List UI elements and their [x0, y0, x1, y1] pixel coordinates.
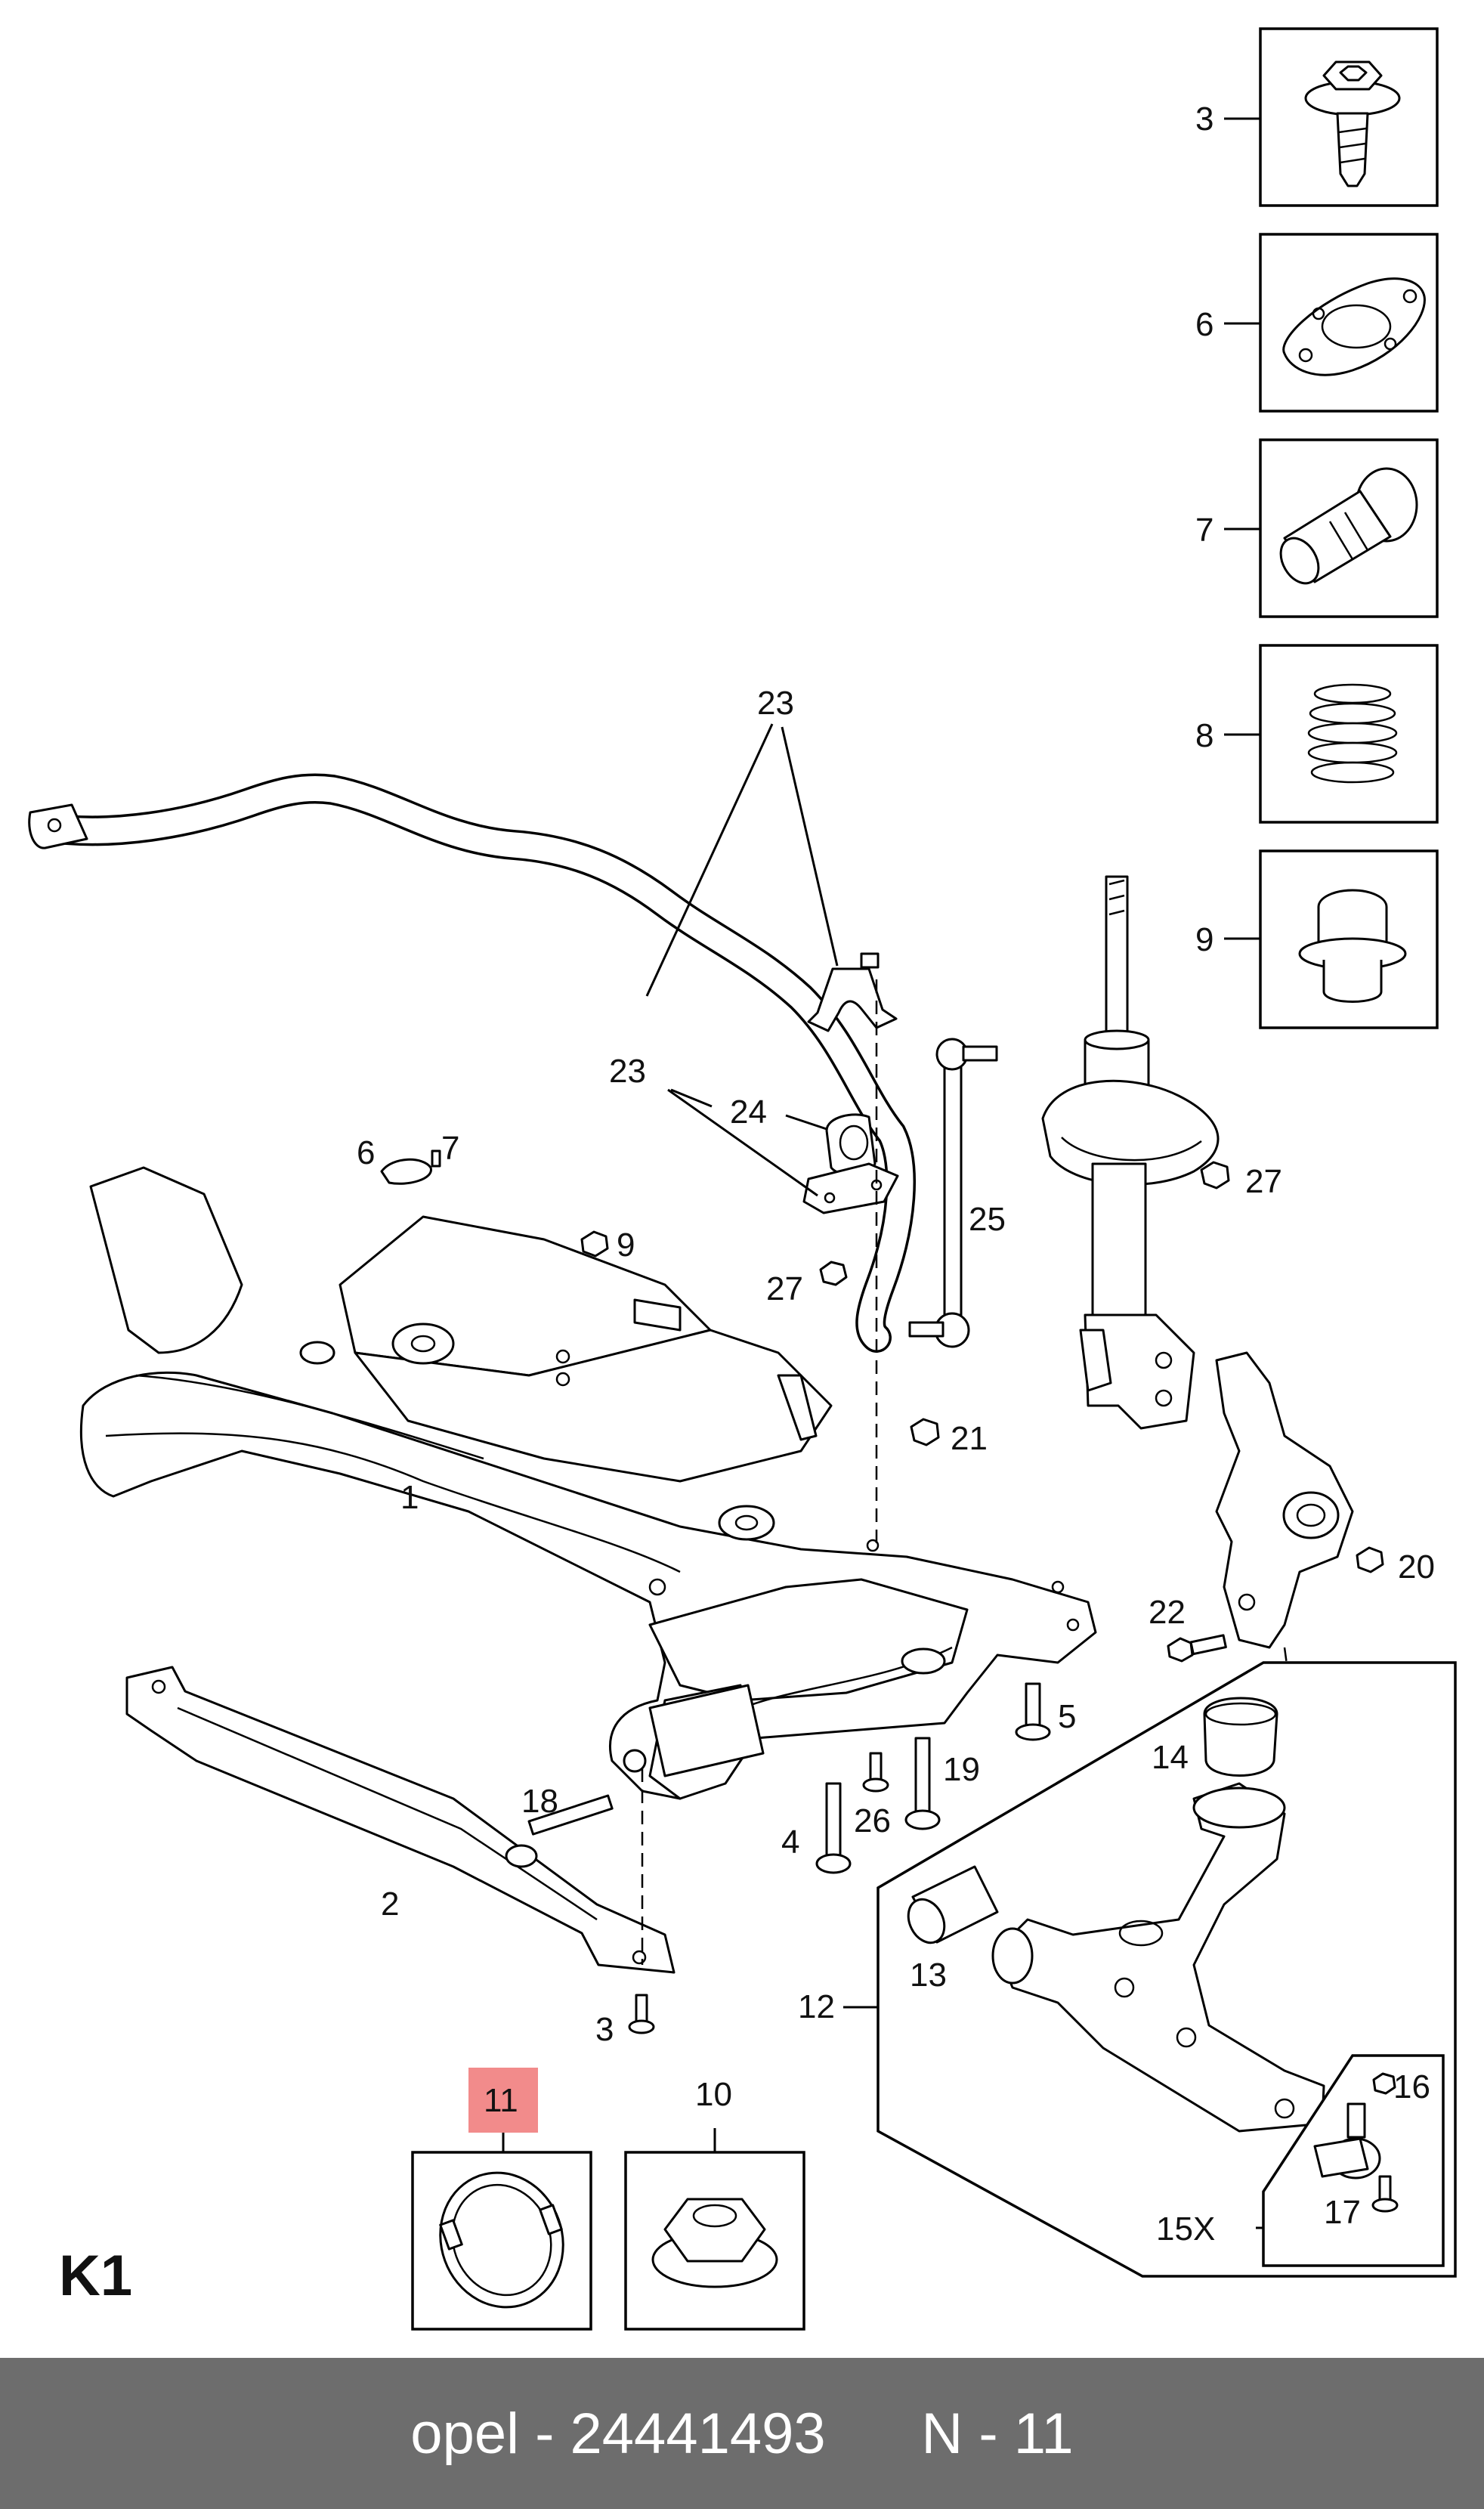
- stabilizer-link-25: [908, 1038, 998, 1348]
- plug-7-small: [431, 1149, 441, 1168]
- bolt-26: [862, 1752, 889, 1793]
- callout-12: 12: [798, 1988, 835, 2025]
- gasket-plate-icon: [1282, 277, 1426, 376]
- callout-6-box: 6: [1195, 306, 1213, 343]
- part-box-7: [1224, 438, 1439, 618]
- callout-14: 14: [1152, 1739, 1189, 1776]
- footer-text: opel - 24441493 N - 11: [410, 2401, 1074, 2466]
- bolt-17: [1371, 2175, 1399, 2213]
- strut-assembly: [1041, 875, 1220, 1430]
- page-label: K1: [59, 2244, 133, 2308]
- bolt-icon: [1304, 60, 1401, 187]
- callout-16: 16: [1393, 2068, 1430, 2105]
- bolt-3-bottom: [628, 1994, 655, 2034]
- coil-spring-icon: [1307, 683, 1398, 784]
- nut-20: [1356, 1546, 1384, 1573]
- bushing-13: [907, 1865, 999, 1944]
- callout-22: 22: [1149, 1594, 1186, 1631]
- bolt-19: [904, 1737, 941, 1830]
- reinforcement-plate: [125, 1666, 676, 1974]
- callout-18: 18: [521, 1783, 558, 1820]
- bushing-14: [1203, 1697, 1278, 1777]
- callout-7-box: 7: [1195, 512, 1213, 549]
- nut-9-small: [580, 1230, 609, 1258]
- part-box-11: [411, 2151, 592, 2331]
- callout-19: 19: [943, 1751, 980, 1788]
- callout-7-small: 7: [441, 1130, 459, 1167]
- callout-27-left: 27: [766, 1270, 803, 1307]
- part-box-9: [1224, 849, 1439, 1029]
- bump-stop-icon: [1298, 889, 1407, 1003]
- callout-17: 17: [1324, 2194, 1361, 2231]
- nut-16: [1372, 2072, 1396, 2095]
- callout-5: 5: [1058, 1698, 1076, 1735]
- lower-control-arm: [991, 1782, 1325, 2133]
- steering-knuckle: [1215, 1351, 1354, 1649]
- plug-insert-icon: [1279, 467, 1418, 585]
- subframe-rear-bracket: [648, 1684, 765, 1777]
- callout-6-small: 6: [357, 1134, 375, 1171]
- callout-21: 21: [951, 1420, 988, 1457]
- nut-27-left: [819, 1261, 848, 1286]
- part-box-6: [1224, 233, 1439, 413]
- callout-27-right: 27: [1245, 1163, 1282, 1200]
- nut-27-right: [1200, 1161, 1230, 1190]
- callout-4: 4: [781, 1824, 799, 1861]
- callout-25: 25: [969, 1201, 1006, 1238]
- callout-24: 24: [730, 1094, 767, 1131]
- callout-3-bottom: 3: [595, 2011, 614, 2048]
- nut-21: [910, 1418, 940, 1446]
- gasket-6-small: [380, 1158, 432, 1185]
- stabilizer-bracket-upper: [807, 952, 898, 1032]
- callout-23-top: 23: [757, 685, 794, 722]
- callout-2: 2: [381, 1886, 399, 1923]
- flange-nut-icon: [651, 2198, 778, 2288]
- callout-9-small: 9: [617, 1227, 635, 1264]
- part-box-10: [624, 2151, 805, 2331]
- callout-11-highlight: [468, 2068, 538, 2133]
- part-box-3: [1224, 27, 1439, 207]
- bolt-18: [505, 1794, 614, 1868]
- callout-3-box: 3: [1195, 101, 1213, 138]
- callout-23-mid: 23: [609, 1053, 646, 1090]
- callout-15x: 15X: [1156, 2210, 1215, 2248]
- bolt-5: [1015, 1682, 1051, 1741]
- callout-10: 10: [695, 2076, 732, 2113]
- parts-diagram: 3 6 7 8: [28, 27, 1457, 2331]
- stabilizer-bar: [28, 773, 916, 1353]
- callout-13: 13: [910, 1957, 947, 1994]
- bolt-22: [1167, 1634, 1227, 1663]
- footer-bar: opel - 24441493 N - 11: [0, 2358, 1484, 2509]
- callout-26: 26: [854, 1802, 891, 1839]
- stabilizer-bracket-lower: [802, 1162, 899, 1214]
- callout-9-box: 9: [1195, 921, 1213, 958]
- ball-joint: [1313, 2102, 1381, 2180]
- callout-1: 1: [400, 1479, 419, 1516]
- bolt-4: [815, 1782, 852, 1874]
- callout-8-box: 8: [1195, 717, 1213, 754]
- callout-20: 20: [1398, 1548, 1435, 1586]
- part-box-8: [1224, 644, 1439, 824]
- callout-11: 11: [484, 2082, 518, 2119]
- cap-icon: [439, 2171, 564, 2309]
